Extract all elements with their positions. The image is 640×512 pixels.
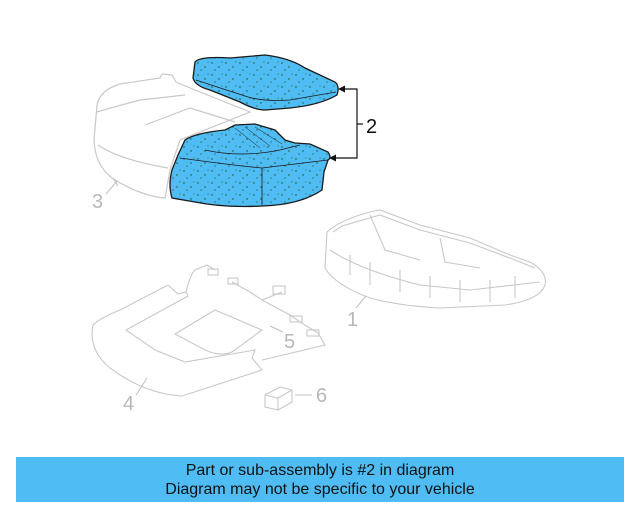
callout-5: 5 <box>284 331 296 353</box>
banner-line-part: Part or sub-assembly is #2 in diagram <box>185 462 455 479</box>
seat-cover-drawing <box>93 73 252 199</box>
parts-diagram <box>91 54 546 411</box>
callout-2-bracket <box>329 85 363 162</box>
callout-4: 4 <box>123 393 135 415</box>
connector-module-drawing <box>264 386 293 411</box>
info-banner: Part or sub-assembly is #2 in diagram Di… <box>16 457 624 502</box>
cushion-base-pad-drawing <box>169 123 331 208</box>
callout-leaders <box>105 180 367 396</box>
callout-3: 3 <box>92 191 104 213</box>
banner-line-disclaimer: Diagram may not be specific to your vehi… <box>165 481 475 498</box>
cushion-top-pad-drawing <box>192 54 339 111</box>
seat-frame-drawing <box>324 209 546 309</box>
sensor-harness-drawing <box>207 268 326 361</box>
callout-2[interactable]: 2 <box>366 116 378 138</box>
sensor-mat-drawing <box>91 264 264 397</box>
callout-1: 1 <box>347 309 359 331</box>
callout-6: 6 <box>316 385 328 407</box>
